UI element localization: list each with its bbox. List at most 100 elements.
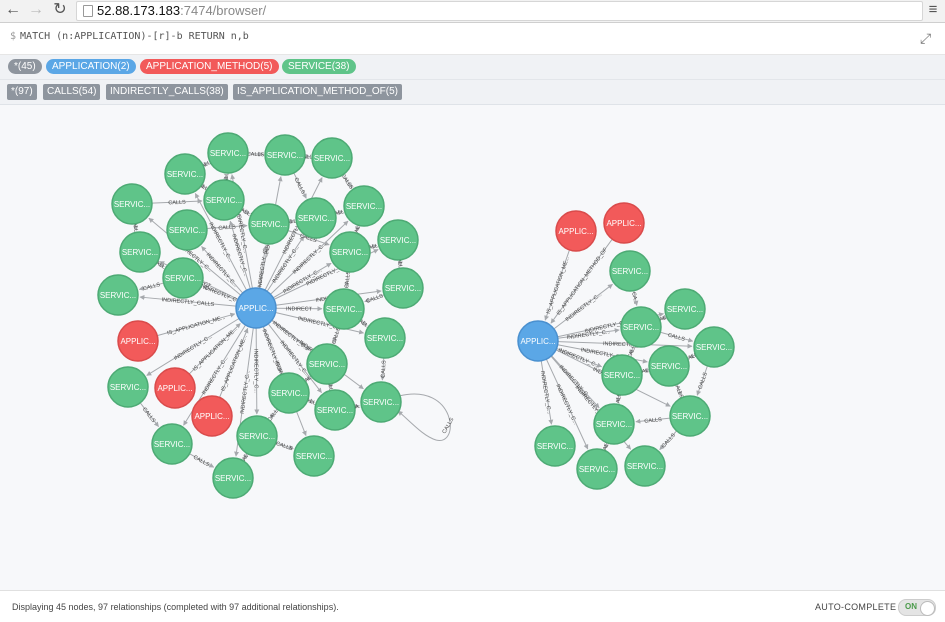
service-node[interactable]: SERVIC... [625,446,665,486]
service-node[interactable]: SERVIC... [361,382,401,422]
arrow-left-icon: ← [5,1,21,18]
relationship-label: CALLS [667,333,686,343]
method-node[interactable]: APPLIC... [556,211,596,251]
nodes-layer: APPLIC...APPLIC...APPLIC...APPLIC...SERV… [98,133,734,498]
service-node[interactable]: SERVIC... [621,307,661,347]
relationship-label: CALLS [141,407,157,425]
service-node[interactable]: SERVIC... [312,138,352,178]
service-node[interactable]: SERVIC... [204,180,244,220]
method-node[interactable]: APPLIC... [118,321,158,361]
service-node[interactable]: SERVIC... [594,404,634,444]
address-bar[interactable]: 52.88.173.183:7474/browser/ ☆ [76,1,923,21]
method-node[interactable]: APPLIC... [192,396,232,436]
node-caption: SERVIC... [267,151,303,160]
node-caption: SERVIC... [326,305,362,314]
relationship-label: IS_APPLICATION_ME... [167,315,227,337]
collapse-icon[interactable]: ⤢ [920,30,931,47]
node-caption: APPLIC... [194,412,229,421]
service-node[interactable]: SERVIC... [296,198,336,238]
service-node[interactable]: SERVIC... [120,232,160,272]
service-node[interactable]: SERVIC... [670,396,710,436]
relationship-label: INDIRECTLY_CALLS [161,297,214,308]
node-caption: SERVIC... [380,236,416,245]
node-caption: SERVIC... [114,200,150,209]
rel-tag-calls[interactable]: CALLS(54) [43,84,100,100]
method-node[interactable]: APPLIC... [155,368,195,408]
url-path: :7474/browser/ [180,3,266,18]
toggle-knob[interactable] [920,601,935,616]
service-node[interactable]: SERVIC... [577,449,617,489]
browser-toolbar: ← → ↻ 52.88.173.183:7474/browser/ ☆ ≡ [0,0,945,23]
service-node[interactable]: SERVIC... [610,251,650,291]
service-node[interactable]: SERVIC... [152,424,192,464]
service-node[interactable]: SERVIC... [265,135,305,175]
node-caption: SERVIC... [385,284,421,293]
node-caption: SERVIC... [672,412,708,421]
service-node[interactable]: SERVIC... [213,458,253,498]
service-node[interactable]: SERVIC... [165,154,205,194]
hamburger-icon[interactable]: ≡ [925,1,941,19]
service-node[interactable]: SERVIC... [315,390,355,430]
service-node[interactable]: SERVIC... [208,133,248,173]
service-node[interactable]: SERVIC... [344,186,384,226]
application-node[interactable]: APPLIC... [518,321,558,361]
service-node[interactable]: SERVIC... [665,289,705,329]
label-pill-application[interactable]: APPLICATION(2) [46,59,136,74]
graph-visualization[interactable]: INDIRECTLY_C...INDIRECTLY_C...INDIRECTLY… [0,105,945,590]
relationship-types-bar: *(97) CALLS(54) INDIRECTLY_CALLS(38) IS_… [0,80,945,105]
service-node[interactable]: SERVIC... [294,436,334,476]
node-caption: SERVIC... [667,305,703,314]
label-pill-application-method[interactable]: APPLICATION_METHOD(5) [140,59,279,74]
autocomplete-toggle[interactable]: ON [898,599,936,616]
label-pill-service[interactable]: SERVICE(38) [282,59,356,74]
node-caption: SERVIC... [298,214,334,223]
rel-tag-is-application-method-of[interactable]: IS_APPLICATION_METHOD_OF(5) [233,84,402,100]
service-node[interactable]: SERVIC... [535,426,575,466]
node-caption: SERVIC... [612,267,648,276]
url-text: 52.88.173.183:7474/browser/ [97,2,266,20]
node-caption: SERVIC... [623,323,659,332]
node-caption: SERVIC... [317,406,353,415]
service-node[interactable]: SERVIC... [378,220,418,260]
query-bar: $MATCH (n:APPLICATION)-[r]-b RETURN n,b … [0,23,945,55]
service-node[interactable]: SERVIC... [98,275,138,315]
service-node[interactable]: SERVIC... [602,355,642,395]
service-node[interactable]: SERVIC... [237,416,277,456]
relationship-label: CALLS [168,200,186,207]
query-editor[interactable]: $MATCH (n:APPLICATION)-[r]-b RETURN n,b [10,31,249,42]
service-node[interactable]: SERVIC... [249,204,289,244]
node-caption: SERVIC... [696,343,732,352]
service-node[interactable]: SERVIC... [694,327,734,367]
service-node[interactable]: SERVIC... [330,232,370,272]
node-caption: SERVIC... [251,220,287,229]
service-node[interactable]: SERVIC... [324,289,364,329]
method-node[interactable]: APPLIC... [604,203,644,243]
relationship-label: CALLS [247,152,265,159]
service-node[interactable]: SERVIC... [383,268,423,308]
service-node[interactable]: SERVIC... [163,258,203,298]
back-button[interactable]: ← [4,1,22,19]
node-caption: SERVIC... [346,202,382,211]
node-caption: SERVIC... [215,474,251,483]
service-node[interactable]: SERVIC... [269,373,309,413]
application-node[interactable]: APPLIC... [236,288,276,328]
service-node[interactable]: SERVIC... [108,367,148,407]
service-node[interactable]: SERVIC... [365,318,405,358]
node-caption: APPLIC... [520,337,555,346]
graph-canvas[interactable]: INDIRECTLY_C...INDIRECTLY_C...INDIRECTLY… [0,105,945,590]
service-node[interactable]: SERVIC... [112,184,152,224]
status-bar: Displaying 45 nodes, 97 relationships (c… [0,590,945,622]
label-pill-all[interactable]: *(45) [8,59,42,74]
node-caption: SERVIC... [627,462,663,471]
service-node[interactable]: SERVIC... [167,210,207,250]
status-text: Displaying 45 nodes, 97 relationships (c… [12,602,339,612]
reload-button[interactable]: ↻ [51,1,69,19]
rel-tag-all[interactable]: *(97) [7,84,37,100]
rel-tag-indirectly-calls[interactable]: INDIRECTLY_CALLS(38) [106,84,228,100]
relationship-label: CALLS [381,360,388,378]
reload-icon: ↻ [53,1,66,18]
forward-button[interactable]: → [27,1,45,19]
service-node[interactable]: SERVIC... [649,346,689,386]
node-caption: SERVIC... [537,442,573,451]
service-node[interactable]: SERVIC... [307,344,347,384]
